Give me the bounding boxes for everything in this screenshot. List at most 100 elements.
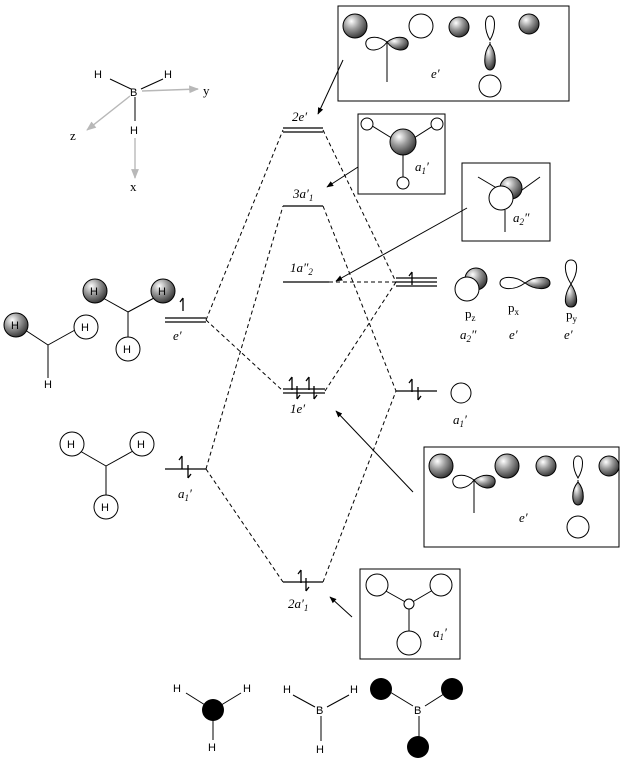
atom-h: H — [101, 502, 109, 514]
label-left-e-prime: e′ — [173, 328, 182, 343]
bond-h1 — [109, 78, 132, 90]
lobe-open — [573, 455, 583, 479]
boron-s-orbital: a1′ — [450, 382, 472, 429]
lobe-open — [396, 176, 410, 190]
electron-down-arrow — [187, 464, 192, 479]
bond — [292, 694, 316, 708]
lobe-shaded — [572, 481, 584, 506]
atom-h: H — [350, 684, 358, 696]
pointer-arrow — [335, 410, 414, 493]
pointer-arrow — [326, 166, 359, 188]
bond — [47, 329, 76, 346]
label-box-e-prime: e′ — [519, 510, 528, 525]
lobe-shaded — [386, 36, 409, 51]
py-lobe-open — [564, 259, 578, 285]
label-1e-prime: 1e′ — [290, 401, 305, 416]
y-axis-arrow — [141, 85, 199, 94]
mo-level-2a1-prime: 2a′1 — [283, 569, 323, 613]
label-sym-py: e′ — [564, 327, 573, 342]
lobe-open — [365, 573, 389, 597]
pointer-arrow — [317, 59, 344, 115]
atom-h: H — [173, 683, 181, 695]
mo-level-1a2-dprime: 1a″2 — [283, 260, 329, 283]
lobe-open — [452, 474, 475, 489]
bond-h2 — [140, 78, 164, 90]
electron-up-arrow — [297, 569, 302, 584]
h-orbital-open — [115, 336, 141, 362]
lobe-open — [365, 36, 388, 51]
coordinate-axes: H H B H y z x — [70, 69, 210, 194]
pz-lobe-open — [454, 276, 480, 302]
h-orbital-shaded — [3, 312, 29, 338]
h-orbital-open — [59, 431, 85, 457]
label-pz: pz — [465, 306, 476, 323]
solid-sphere — [441, 678, 463, 700]
lobe-shaded — [494, 453, 520, 479]
lobe-open — [485, 15, 495, 41]
correlation-line — [322, 205, 397, 392]
axis-atom-h1: H — [94, 69, 102, 81]
label-left-a1: a1′ — [178, 486, 192, 503]
label-2a1-prime: 2a′1 — [288, 596, 308, 613]
lobe-open — [430, 117, 444, 131]
mo-level-2e-prime: 2e′ — [283, 109, 323, 133]
h-orbital-open — [93, 494, 119, 520]
box-3a1-prime: a1′ — [357, 113, 446, 195]
lobe-shaded — [428, 453, 454, 479]
pointer-arrow — [329, 596, 353, 618]
lobe-open — [403, 598, 415, 610]
atom-b: B — [316, 705, 323, 717]
solid-sphere — [407, 736, 429, 758]
bond — [102, 297, 129, 313]
px-lobe-open — [499, 276, 526, 290]
correlation-lines — [205, 129, 397, 583]
bond — [105, 450, 134, 467]
atom-h: H — [81, 322, 89, 334]
atom-b: B — [414, 705, 421, 717]
axis-atom-boron: B — [130, 87, 137, 99]
label-box-a1: a1′ — [433, 625, 447, 642]
lobe-open — [360, 117, 374, 131]
label-sym-px: e′ — [509, 327, 518, 342]
atom-h: H — [90, 286, 98, 298]
lobe-shaded — [535, 455, 557, 477]
axis-label-y: y — [203, 83, 210, 98]
h-orbital-open — [129, 431, 155, 457]
label-s-sym: a1′ — [453, 412, 467, 429]
mo-level-1e-prime: 1e′ — [283, 376, 325, 416]
label-sym-pz: a2″ — [460, 327, 477, 344]
atom-h: H — [283, 684, 291, 696]
electron-up-arrow — [179, 297, 184, 312]
box-1e-prime: e′ — [423, 446, 620, 548]
left-level-e-prime: e′ — [165, 297, 206, 343]
electron-down-arrow — [305, 577, 310, 592]
right-level-s — [396, 378, 437, 401]
lobe-shaded — [598, 455, 620, 477]
atom-h: H — [316, 744, 324, 756]
h-orbital-open — [73, 314, 99, 340]
boron-p-orbitals: pz px py a2″ e′ e′ — [454, 259, 578, 344]
atom-h: H — [44, 379, 52, 391]
pointer-arrows — [317, 59, 468, 618]
label-px: px — [508, 300, 520, 317]
electron-up-arrow — [408, 378, 413, 393]
correlation-line — [205, 468, 284, 583]
box-2e-prime: e′ — [337, 5, 570, 102]
label-box-a2: a2″ — [513, 210, 530, 227]
atom-h: H — [123, 344, 131, 356]
correlation-line — [322, 390, 397, 583]
lobe-open — [566, 515, 590, 539]
electron-down-arrow — [417, 386, 422, 401]
box-2a1-prime: a1′ — [359, 568, 461, 660]
axis-label-x: x — [130, 179, 137, 194]
bond — [79, 450, 107, 467]
lobe-shaded — [448, 16, 470, 38]
s-orbital — [450, 382, 472, 404]
bottom-bh3-structure: H H B H — [283, 684, 358, 756]
h-orbital-shaded — [150, 278, 176, 304]
electron-up-arrow — [305, 376, 310, 391]
correlation-line — [322, 129, 397, 283]
label-1a2-dprime: 1a″2 — [290, 260, 313, 277]
lobe-open — [429, 573, 453, 597]
